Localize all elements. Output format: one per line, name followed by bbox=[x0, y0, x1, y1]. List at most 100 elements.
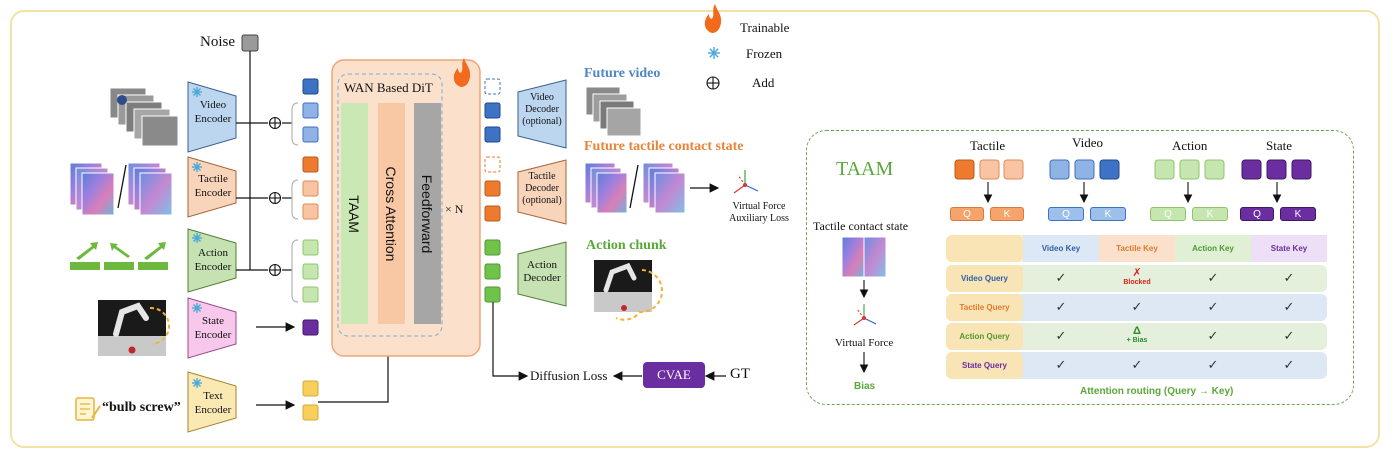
tactile-encoder-line2: Encoder bbox=[194, 187, 232, 199]
taam-detail-panel bbox=[806, 130, 1354, 405]
tactile-contact-state-label: Tactile contact state bbox=[813, 219, 909, 233]
action-encoder-line2: Encoder bbox=[194, 261, 232, 273]
action-decoder-line1: Action bbox=[527, 259, 557, 271]
cell-check: ✓ bbox=[1207, 329, 1219, 344]
action-chunk-label: Action chunk bbox=[586, 238, 667, 253]
video-decoder-line2: Decoder bbox=[525, 104, 559, 115]
cell-check: ✓ bbox=[1283, 300, 1295, 315]
future-video-label: Future video bbox=[584, 66, 661, 81]
virtual-force-aux-line2: Auxiliary Loss bbox=[729, 213, 789, 224]
dit-title: WAN Based DiT bbox=[344, 80, 433, 95]
taam-panel-title: TAAM bbox=[836, 158, 894, 180]
action-decoder bbox=[517, 241, 567, 307]
taam-group-action: Action bbox=[1172, 138, 1208, 153]
text-encoder-line2: Encoder bbox=[194, 404, 232, 416]
state-encoder-line2: Encoder bbox=[194, 329, 232, 341]
col-tactile-key: Tactile Key bbox=[1099, 235, 1175, 262]
tactile-decoder-line3: (optional) bbox=[522, 195, 562, 206]
action-decoder-label: Action Decoder bbox=[518, 259, 566, 285]
tactile-encoder bbox=[187, 156, 237, 218]
cell-check: ✓ bbox=[1283, 329, 1295, 344]
fire-icon bbox=[453, 4, 722, 87]
video-encoder bbox=[187, 81, 237, 153]
input-tokens bbox=[302, 78, 319, 421]
virtual-force-aux-label: Virtual Force Auxiliary Loss bbox=[726, 201, 792, 225]
cell-check: ✓ bbox=[1207, 271, 1219, 286]
text-encoder-line1: Text bbox=[203, 390, 223, 402]
legend-frozen-label: Frozen bbox=[746, 46, 783, 61]
robot-state-image bbox=[98, 300, 171, 356]
add-icon bbox=[268, 76, 720, 277]
state-encoder-label: State Encoder bbox=[192, 314, 234, 342]
gt-label: GT bbox=[730, 366, 750, 382]
legend-trainable-label: Trainable bbox=[740, 20, 790, 35]
cell-blocked: ✗ Blocked bbox=[1099, 265, 1175, 292]
table-row: Video Query ✓ ✗ Blocked ✓ ✓ bbox=[946, 265, 1327, 292]
taam-tokens bbox=[954, 159, 1312, 180]
cell-check: ✓ bbox=[1055, 358, 1067, 373]
state-encoder bbox=[187, 297, 237, 359]
row-video-query: Video Query bbox=[946, 265, 1023, 292]
action-arrows-image bbox=[70, 242, 168, 270]
virtual-force-axes-icon bbox=[853, 304, 877, 326]
tactile-decoder-label: Tactile Decoder (optional) bbox=[518, 171, 566, 207]
token-braces bbox=[291, 102, 299, 303]
text-encoder-label: Text Encoder bbox=[192, 389, 234, 417]
video-k-box: K bbox=[1090, 207, 1126, 221]
table-header-row: Video Key Tactile Key Action Key State K… bbox=[946, 235, 1327, 262]
video-encoder-line2: Encoder bbox=[194, 113, 232, 125]
future-tactile-image bbox=[584, 162, 686, 214]
diffusion-loss-label: Diffusion Loss bbox=[530, 368, 608, 383]
dit-block bbox=[331, 59, 481, 357]
tactile-k-box: K bbox=[990, 207, 1024, 221]
action-chunk-image bbox=[594, 260, 663, 321]
cell-check: ✓ bbox=[1207, 358, 1219, 373]
action-k-box: K bbox=[1192, 207, 1228, 221]
bias-label: Bias bbox=[854, 381, 876, 392]
text-prompt-icon bbox=[75, 397, 101, 421]
virtual-force-aux-line1: Virtual Force bbox=[732, 201, 786, 212]
video-frames-image bbox=[109, 87, 179, 147]
video-decoder-line3: (optional) bbox=[522, 116, 562, 127]
cell-check: ✓ bbox=[1055, 329, 1067, 344]
video-decoder-line1: Video bbox=[530, 92, 554, 103]
tactile-decoder-line1: Tactile bbox=[528, 171, 556, 182]
cvae-label: CVAE bbox=[657, 367, 691, 382]
table-row: State Query ✓ ✓ ✓ ✓ bbox=[946, 352, 1327, 379]
cell-check: ✓ bbox=[1131, 358, 1143, 373]
dit-taam-label: TAAM bbox=[346, 195, 362, 233]
video-encoder-label: Video Encoder bbox=[192, 98, 234, 126]
bias-note: + Bias bbox=[1126, 337, 1148, 344]
video-decoder bbox=[517, 79, 567, 149]
cell-check: ✓ bbox=[1131, 300, 1143, 315]
tactile-decoder bbox=[517, 159, 567, 225]
figure-frame bbox=[10, 10, 1380, 448]
taam-group-tactile: Tactile bbox=[970, 138, 1006, 153]
state-q-box: Q bbox=[1240, 207, 1274, 221]
dit-cross-attention-label: Cross Attention bbox=[383, 166, 399, 262]
cell-check: ✓ bbox=[1283, 271, 1295, 286]
state-k-box: K bbox=[1280, 207, 1316, 221]
legend-add-label: Add bbox=[752, 75, 775, 90]
cell-check: ✓ bbox=[1207, 300, 1219, 315]
blocked-note: Blocked bbox=[1123, 279, 1151, 286]
tactile-q-box: Q bbox=[950, 207, 984, 221]
cell-check: ✓ bbox=[1283, 358, 1295, 373]
blocked-mark: ✗ bbox=[1132, 266, 1142, 279]
cell-check: ✓ bbox=[1055, 300, 1067, 315]
taam-group-video: Video bbox=[1072, 135, 1103, 150]
table-row: Action Query ✓ Δ + Bias ✓ ✓ bbox=[946, 323, 1327, 350]
action-encoder-line1: Action bbox=[198, 247, 228, 259]
taam-group-state: State bbox=[1266, 138, 1292, 153]
text-prompt-label: “bulb screw” bbox=[102, 400, 181, 415]
attention-routing-table: Video Key Tactile Key Action Key State K… bbox=[946, 235, 1327, 381]
dit-feedforward-label: Feedforward bbox=[419, 174, 435, 254]
row-state-query: State Query bbox=[946, 352, 1023, 379]
loss-lines bbox=[492, 302, 726, 381]
attention-routing-caption: Attention routing (Query → Key) bbox=[1080, 386, 1234, 397]
taam-down-arrows bbox=[859, 182, 1282, 374]
dit-repeat-label: × N bbox=[445, 202, 464, 216]
table-corner-cell bbox=[946, 235, 1023, 262]
output-tokens bbox=[484, 78, 501, 303]
